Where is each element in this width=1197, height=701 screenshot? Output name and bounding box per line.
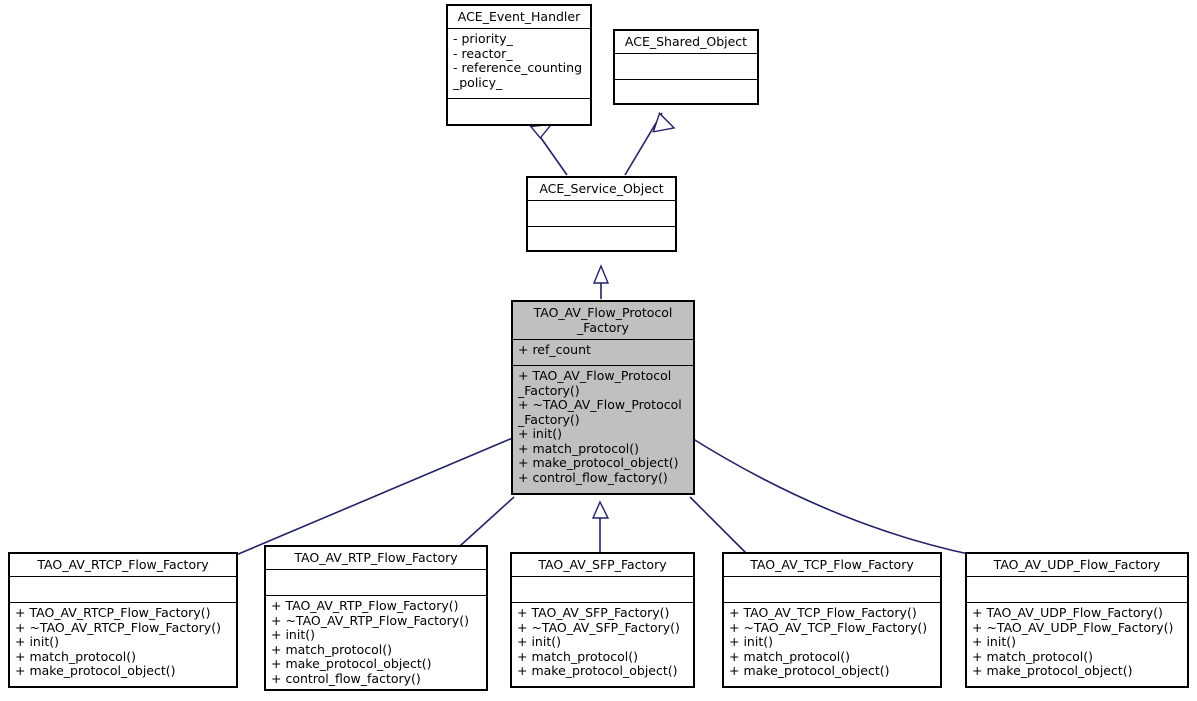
class-separator [448,98,590,99]
class-operations-tao-av-sfp-factory: + TAO_AV_SFP_Factory() + ~TAO_AV_SFP_Fac… [517,605,680,679]
arrowhead-shared-object [652,112,676,133]
class-separator [528,226,675,227]
class-name-tao-av-rtp-flow-factory: TAO_AV_RTP_Flow_Factory [294,550,458,565]
class-attributes-tao-av-tcp-flow-factory [724,577,940,602]
class-name-tao-av-sfp-factory: TAO_AV_SFP_Factory [538,557,667,572]
class-separator [967,576,1187,577]
class-separator [724,576,940,577]
arrowhead-flow-factory-bottom [591,500,610,519]
class-box-inner: TAO_AV_RTCP_Flow_Factory + TAO_AV_RTCP_F… [9,553,237,687]
class-name-tao-av-rtcp-flow-factory: TAO_AV_RTCP_Flow_Factory [37,557,209,572]
edge-rtcp-to-flow-protocol-factory [235,436,516,556]
class-box-inner: ACE_Event_Handler - priority_ - reactor_… [447,5,591,125]
class-separator [266,595,486,596]
class-box-tao-av-rtp-flow-factory[interactable]: TAO_AV_RTP_Flow_Factory + TAO_AV_RTP_Flo… [264,545,488,691]
class-box-inner: TAO_AV_UDP_Flow_Factory + TAO_AV_UDP_Flo… [966,553,1188,687]
class-operations-tao-av-tcp-flow-factory: + TAO_AV_TCP_Flow_Factory() + ~TAO_AV_TC… [729,605,928,679]
edge-service-object-to-event-handler [540,137,568,176]
class-separator [10,576,236,577]
class-box-inner: TAO_AV_SFP_Factory + TAO_AV_SFP_Factory(… [511,553,694,687]
class-box-inner: TAO_AV_TCP_Flow_Factory + TAO_AV_TCP_Flo… [723,553,941,687]
class-name-ace-shared-object: ACE_Shared_Object [624,34,748,49]
class-attributes-tao-av-flow-protocol-factory: + ref_count [518,342,591,357]
class-operations-tao-av-udp-flow-factory: + TAO_AV_UDP_Flow_Factory() + ~TAO_AV_UD… [972,605,1174,679]
class-name-tao-av-flow-protocol-factory: TAO_AV_Flow_Protocol _Factory [533,305,673,335]
class-box-inner: ACE_Service_Object [527,177,676,251]
class-separator [512,602,693,603]
class-operations-tao-av-flow-protocol-factory: + TAO_AV_Flow_Protocol _Factory() + ~TAO… [518,367,682,486]
class-attributes-ace-shared-object [615,54,757,79]
class-box-inner: TAO_AV_RTP_Flow_Factory + TAO_AV_RTP_Flo… [265,546,487,690]
class-separator [615,79,757,80]
class-box-ace-service-object[interactable]: ACE_Service_Object [526,176,677,252]
class-box-inner: TAO_AV_Flow_Protocol _Factory + ref_coun… [512,301,694,494]
class-separator [528,200,675,201]
class-separator [448,28,590,29]
class-box-tao-av-udp-flow-factory[interactable]: TAO_AV_UDP_Flow_Factory + TAO_AV_UDP_Flo… [965,552,1189,688]
class-box-tao-av-sfp-factory[interactable]: TAO_AV_SFP_Factory + TAO_AV_SFP_Factory(… [510,552,695,688]
class-separator [724,602,940,603]
class-separator [513,339,693,340]
class-box-ace-shared-object[interactable]: ACE_Shared_Object [613,29,759,105]
class-separator [513,364,693,366]
class-attributes-tao-av-sfp-factory [512,577,693,602]
class-name-ace-event-handler: ACE_Event_Handler [457,9,581,24]
class-name-ace-service-object: ACE_Service_Object [539,181,664,196]
class-name-tao-av-tcp-flow-factory: TAO_AV_TCP_Flow_Factory [750,557,914,572]
class-box-inner: ACE_Shared_Object [614,30,758,104]
class-operations-tao-av-rtp-flow-factory: + TAO_AV_RTP_Flow_Factory() + ~TAO_AV_RT… [271,598,469,686]
arrowhead-service-object [592,264,610,284]
class-box-tao-av-tcp-flow-factory[interactable]: TAO_AV_TCP_Flow_Factory + TAO_AV_TCP_Flo… [722,552,942,688]
class-box-ace-event-handler[interactable]: ACE_Event_Handler - priority_ - reactor_… [446,4,592,126]
edge-tcp-to-flow-protocol-factory [689,496,749,556]
class-attributes-tao-av-udp-flow-factory [967,577,1187,602]
class-operations-tao-av-rtcp-flow-factory: + TAO_AV_RTCP_Flow_Factory() + ~TAO_AV_R… [15,605,221,679]
class-name-tao-av-udp-flow-factory: TAO_AV_UDP_Flow_Factory [993,557,1161,572]
class-attributes-tao-av-rtp-flow-factory [266,570,486,595]
class-separator [967,602,1187,603]
class-separator [615,53,757,54]
edge-service-object-to-shared-object [624,112,663,176]
class-separator [266,569,486,570]
class-attributes-ace-event-handler: - priority_ - reactor_ - reference_count… [453,31,583,90]
edge-udp-to-flow-protocol-factory [689,436,974,556]
class-operations-ace-event-handler [448,99,590,124]
class-box-tao-av-rtcp-flow-factory[interactable]: TAO_AV_RTCP_Flow_Factory + TAO_AV_RTCP_F… [8,552,238,688]
class-separator [512,576,693,577]
class-box-tao-av-flow-protocol-factory[interactable]: TAO_AV_Flow_Protocol _Factory + ref_coun… [511,300,695,495]
class-attributes-ace-service-object [528,201,675,226]
class-operations-ace-shared-object [615,80,757,104]
class-separator [10,602,236,603]
class-attributes-tao-av-rtcp-flow-factory [10,577,236,602]
class-operations-ace-service-object [528,227,675,251]
